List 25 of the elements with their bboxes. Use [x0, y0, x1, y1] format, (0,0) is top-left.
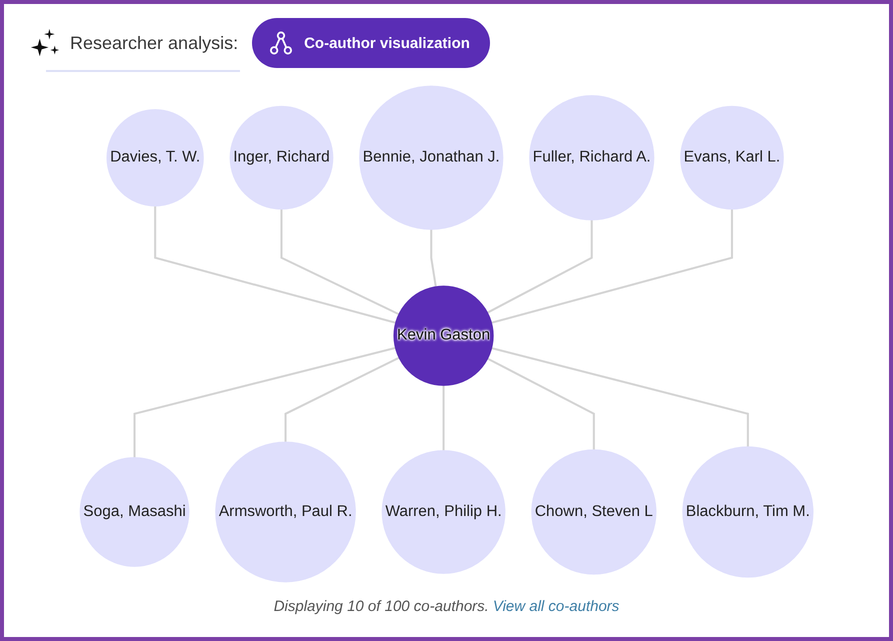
connector [284, 356, 400, 442]
connector [486, 220, 593, 314]
author-node: Inger, Richard [230, 106, 334, 210]
connector [491, 347, 749, 447]
connector [133, 346, 396, 458]
connector [154, 206, 396, 324]
co-author-visualization-button: Co-author visualization [252, 18, 490, 68]
author-node: Evans, Karl L. [680, 106, 784, 210]
connector [430, 229, 437, 287]
author-node: Soga, Masashi [80, 457, 190, 567]
caption: Displaying 10 of 100 co-authors. [274, 598, 489, 615]
connector [280, 209, 400, 316]
author-node: Chown, Steven L [531, 449, 656, 575]
central-author-node: Kevin Gaston [393, 286, 494, 386]
view-all-link: View all co-authors [492, 598, 620, 615]
author-node: Fuller, Richard A. [529, 95, 654, 220]
author-node: Davies, T. W. [106, 109, 204, 206]
connector [442, 385, 444, 451]
author-node: Armsworth, Paul R. [215, 442, 356, 582]
author-node: Blackburn, Tim M. [682, 446, 814, 578]
author-node: Warren, Philip H. [382, 450, 506, 574]
connector [487, 358, 595, 450]
section-title: Researcher analysis: [70, 32, 238, 54]
author-node: Bennie, Jonathan J. [359, 86, 504, 230]
connector [491, 209, 733, 324]
